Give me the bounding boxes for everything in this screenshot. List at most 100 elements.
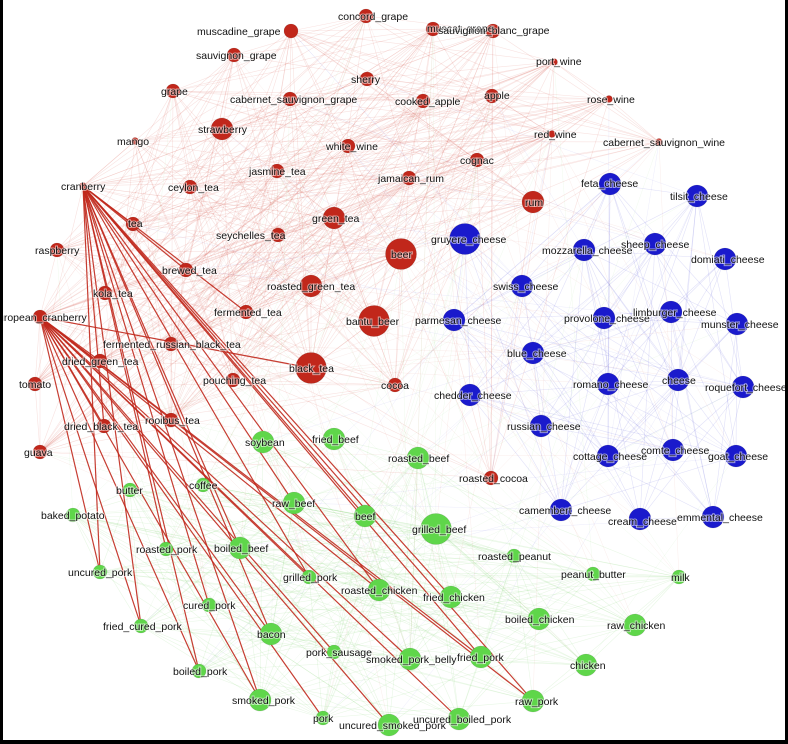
node-mango[interactable] <box>131 137 139 145</box>
node-tilsit-cheese[interactable] <box>685 184 709 208</box>
node-goat-cheese[interactable] <box>724 444 748 468</box>
node-european-cranberry[interactable] <box>32 309 48 325</box>
node-jasmine-tea[interactable] <box>269 163 285 179</box>
node-boiled-chicken[interactable] <box>527 607 551 631</box>
node-baked-potato[interactable] <box>65 507 81 523</box>
node-sherry[interactable] <box>359 71 375 87</box>
node-gruyere-cheese[interactable] <box>449 223 481 255</box>
node-smoked-pork[interactable] <box>248 688 272 712</box>
node-limburger-cheese[interactable] <box>659 300 683 324</box>
node-uncured-smoked-pork[interactable] <box>377 713 401 737</box>
node-roasted-chicken[interactable] <box>367 578 391 602</box>
node-bantu-beer[interactable] <box>358 305 390 337</box>
node-jamaican-rum[interactable] <box>401 170 417 186</box>
node-sheep-cheese[interactable] <box>643 232 667 256</box>
node-beef[interactable] <box>353 504 377 528</box>
node-blue-cheese[interactable] <box>521 341 545 365</box>
node-fried-cured-pork[interactable] <box>133 618 149 634</box>
node-beer[interactable] <box>385 238 417 270</box>
node-roasted-green-tea[interactable] <box>299 274 323 298</box>
node-strawberry[interactable] <box>210 117 234 141</box>
node-tomato[interactable] <box>27 376 43 392</box>
node-raspberry[interactable] <box>49 242 65 258</box>
node-chedder-cheese[interactable] <box>458 383 482 407</box>
node-domiati-cheese[interactable] <box>713 247 737 271</box>
node-tea[interactable] <box>125 216 141 232</box>
node-fried-chicken[interactable] <box>439 585 463 609</box>
node-roasted-cocoa[interactable] <box>483 470 499 486</box>
node-sauvignon-grape[interactable] <box>226 47 242 63</box>
node-coffee[interactable] <box>195 477 211 493</box>
node-grape[interactable] <box>165 83 181 99</box>
node-green-tea[interactable] <box>322 206 346 230</box>
node-raw-chicken[interactable] <box>623 613 647 637</box>
node-parmesan-cheese[interactable] <box>442 308 466 332</box>
node-rooibus-tea[interactable] <box>163 412 179 428</box>
node-cocoa[interactable] <box>387 377 403 393</box>
node-munster-cheese[interactable] <box>725 312 749 336</box>
node-cognac[interactable] <box>469 152 485 168</box>
node-raw-beef[interactable] <box>282 491 306 515</box>
node-romano-cheese[interactable] <box>596 372 620 396</box>
node-guava[interactable] <box>32 444 48 460</box>
node-pork-sausage[interactable] <box>326 644 342 660</box>
node-red-wine[interactable] <box>548 130 556 138</box>
node-chicken[interactable] <box>574 653 598 677</box>
node-milk[interactable] <box>671 569 687 585</box>
node-uncured-pork[interactable] <box>92 564 108 580</box>
node-cured-pork[interactable] <box>201 597 217 613</box>
node-white-wine[interactable] <box>340 138 356 154</box>
node-soybean[interactable] <box>251 430 275 454</box>
node-feta-cheese[interactable] <box>598 172 622 196</box>
node-fermented-tea[interactable] <box>238 304 254 320</box>
node-cheese[interactable] <box>666 368 690 392</box>
node-grilled-pork[interactable] <box>301 569 317 585</box>
node-fried-beef[interactable] <box>322 427 346 451</box>
node-fried-pork[interactable] <box>469 645 493 669</box>
node-camembert-cheese[interactable] <box>549 498 573 522</box>
node-muscadine-grape[interactable] <box>283 23 299 39</box>
node-smoked-pork-belly[interactable] <box>398 647 422 671</box>
node-cooked-apple[interactable] <box>415 93 431 109</box>
node-roasted-peanut[interactable] <box>506 548 522 564</box>
node-emmental-cheese[interactable] <box>701 505 725 529</box>
node-pork[interactable] <box>315 710 331 726</box>
node-mozzarella-cheese[interactable] <box>572 238 596 262</box>
node-rum[interactable] <box>521 190 545 214</box>
node-butter[interactable] <box>122 482 138 498</box>
node-provolone-cheese[interactable] <box>592 306 616 330</box>
node-dried-green-tea[interactable] <box>92 353 108 369</box>
node-grilled-beef[interactable] <box>420 513 452 545</box>
node-concord-grape[interactable] <box>358 8 374 24</box>
node-cabernet-sauvignon-grape[interactable] <box>282 91 298 107</box>
node-comte-cheese[interactable] <box>661 438 685 462</box>
node-boiled-pork[interactable] <box>191 663 207 679</box>
node-roasted-beef[interactable] <box>406 446 430 470</box>
node-ceylon-tea[interactable] <box>182 179 198 195</box>
node-bacon[interactable] <box>259 622 283 646</box>
node-roquefort-cheese[interactable] <box>731 375 755 399</box>
node-rose-wine[interactable] <box>605 95 613 103</box>
node-muscat-grape[interactable] <box>425 21 441 37</box>
node-cream-cheese[interactable] <box>628 507 652 531</box>
node-pouching-tea[interactable] <box>225 372 241 388</box>
node-swiss-cheese[interactable] <box>510 274 534 298</box>
node-fermented-russian-black-tea[interactable] <box>163 336 179 352</box>
node-cranberry[interactable] <box>79 182 87 190</box>
node-roasted-pork[interactable] <box>158 541 174 557</box>
node-cabernet-sauvignon-wine[interactable] <box>655 138 663 146</box>
node-cottage-cheese[interactable] <box>596 444 620 468</box>
node-boiled-beef[interactable] <box>228 536 252 560</box>
node-black-tea[interactable] <box>295 352 327 384</box>
node-raw-pork[interactable] <box>521 689 545 713</box>
node-russian-cheese[interactable] <box>529 414 553 438</box>
node-seychelles-tea[interactable] <box>270 227 286 243</box>
node-sauvignon-blanc-grape[interactable] <box>485 23 501 39</box>
node-brewed-tea[interactable] <box>178 262 194 278</box>
node-dried-black-tea[interactable] <box>96 418 112 434</box>
node-apple[interactable] <box>484 88 500 104</box>
node-peanut-butter[interactable] <box>585 566 601 582</box>
node-kola-tea[interactable] <box>97 285 113 301</box>
node-uncured-boiled-pork[interactable] <box>447 707 471 731</box>
node-port-wine[interactable] <box>550 58 558 66</box>
